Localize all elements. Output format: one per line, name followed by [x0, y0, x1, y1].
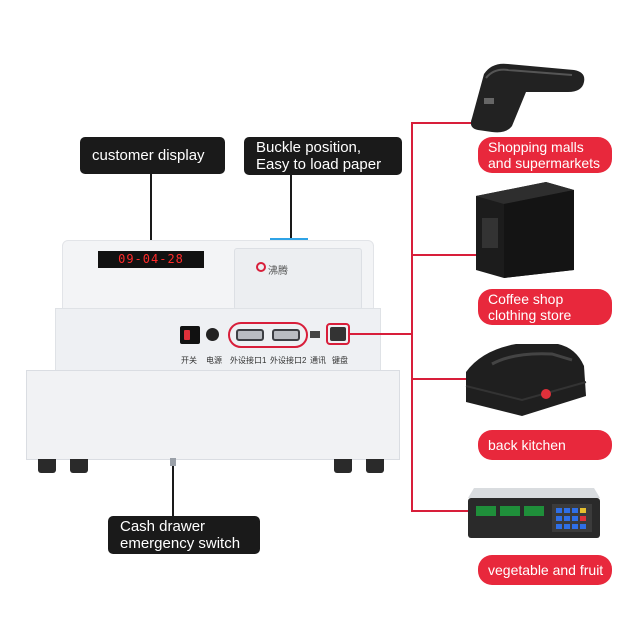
buckle-position-leader [290, 175, 292, 245]
drawer-switch-leader [172, 466, 174, 518]
cash-drawer[interactable] [26, 370, 400, 460]
device-pill-scanner: Shopping malls and supermarkets [478, 137, 612, 173]
connector-branch-3 [411, 378, 466, 380]
drawer-emergency-switch[interactable] [170, 458, 176, 466]
power-switch[interactable] [180, 326, 200, 344]
port-label-keyboard: 键盘 [332, 356, 348, 365]
brand-logo-icon [256, 262, 266, 272]
connector-horizontal [350, 333, 412, 335]
port-label-power: 电源 [206, 356, 222, 365]
connector-branch-1 [411, 122, 486, 124]
foot-right-1 [334, 459, 352, 473]
drawer-switch-line1: Cash drawer [120, 518, 206, 535]
display-readout: 09-04-28 [118, 252, 184, 266]
connector-trunk [411, 122, 413, 512]
port-label-peripheral-2: 外设接口2 [270, 356, 307, 365]
port-label-comm: 通讯 [310, 356, 326, 365]
device-scale-line1: vegetable and fruit [488, 562, 604, 578]
foot-left-2 [70, 459, 88, 473]
drawer-switch-callout: Cash drawer emergency switch [108, 516, 260, 554]
customer-display-callout: customer display [80, 137, 225, 174]
switch-rocker-icon [184, 330, 190, 340]
device-scanner-line1: Shopping malls [488, 139, 584, 155]
device-label-printer-line1: Coffee shop [488, 291, 564, 307]
keyboard-port[interactable] [330, 327, 346, 341]
customer-display-label: customer display [92, 147, 205, 164]
connector-branch-4 [411, 510, 476, 512]
device-receipt-printer-line1: back kitchen [488, 437, 566, 453]
connector-branch-2 [411, 254, 486, 256]
power-socket[interactable] [206, 328, 219, 341]
brand-name: 沸腾 [268, 266, 288, 277]
customer-display-screen: 09-04-28 [98, 251, 204, 268]
foot-right-2 [366, 459, 384, 473]
keyboard-port-highlight [326, 323, 350, 345]
buckle-position-line1: Buckle position, [256, 139, 362, 156]
foot-left-1 [38, 459, 56, 473]
port-label-peripheral-1: 外设接口1 [230, 356, 267, 365]
port-label-switch: 开关 [181, 356, 197, 365]
buckle-position-callout: Buckle position, Easy to load paper [244, 137, 402, 175]
device-pill-scale: vegetable and fruit [478, 555, 612, 585]
drawer-switch-line2: emergency switch [120, 535, 241, 552]
receipt-printer-icon [465, 344, 587, 416]
customer-display-leader [150, 174, 152, 246]
ports-highlight-ring [228, 322, 308, 348]
device-scanner-line2: and supermarkets [488, 155, 601, 171]
weighing-scale-icon [468, 488, 600, 538]
barcode-scanner-icon [470, 63, 585, 133]
device-pill-receipt-printer: back kitchen [478, 430, 612, 460]
label-printer-icon [476, 182, 574, 278]
printer-lid[interactable] [234, 248, 362, 310]
comm-port[interactable] [310, 331, 320, 338]
buckle-position-line2: Easy to load paper [256, 156, 382, 173]
device-label-printer-line2: clothing store [488, 307, 572, 323]
device-pill-label-printer: Coffee shop clothing store [478, 289, 612, 325]
